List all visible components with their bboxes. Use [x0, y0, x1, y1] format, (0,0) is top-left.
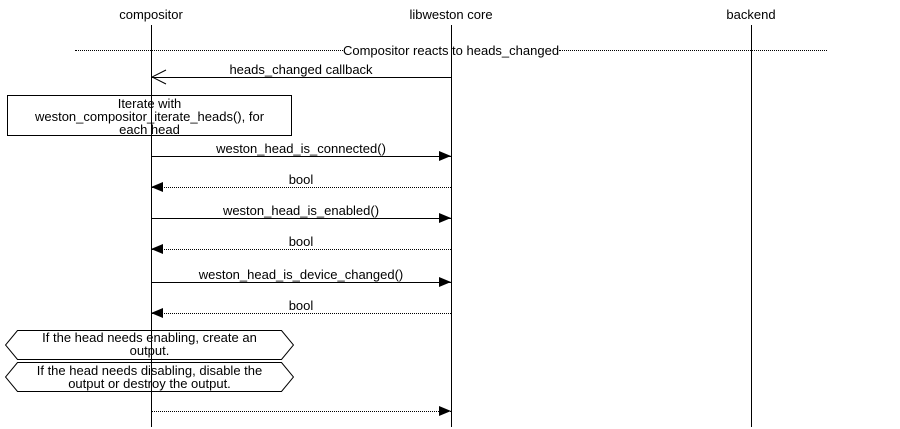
filled-arrowhead-left-icon — [151, 308, 163, 318]
actor-label-compositor: compositor — [119, 7, 183, 22]
condition-text: If the head needs disabling, disable the… — [36, 363, 263, 391]
message-line — [151, 187, 451, 188]
condition-text: If the head needs enabling, create an ou… — [42, 330, 257, 358]
message-line — [151, 77, 451, 78]
message-line — [151, 218, 451, 219]
message-label: weston_head_is_device_changed() — [198, 267, 404, 282]
open-arrowhead-left-icon — [151, 69, 167, 85]
filled-arrowhead-right-icon — [439, 406, 451, 416]
message-line — [151, 156, 451, 157]
condition-hexagon-outline — [5, 362, 294, 392]
actor-label-libweston-core: libweston core — [409, 7, 493, 22]
message-line — [151, 282, 451, 283]
message-label: heads_changed callback — [229, 62, 373, 77]
lifeline-libweston-core — [451, 25, 452, 427]
filled-arrowhead-right-icon — [439, 277, 451, 287]
filled-arrowhead-right-icon — [439, 213, 451, 223]
filled-arrowhead-left-icon — [151, 182, 163, 192]
filled-arrowhead-left-icon — [151, 244, 163, 254]
lifeline-compositor — [151, 25, 152, 427]
divider-title: Compositor reacts to heads_changed — [342, 43, 560, 58]
message-line — [151, 249, 451, 250]
condition-hexagon-outline — [5, 330, 294, 360]
divider-dotted-line-left — [75, 50, 343, 51]
actor-label-backend: backend — [726, 7, 776, 22]
message-line — [151, 313, 451, 314]
message-label: bool — [288, 298, 314, 313]
message-label: bool — [288, 234, 314, 249]
message-label: weston_head_is_connected() — [216, 141, 386, 156]
lifeline-backend — [751, 25, 752, 427]
note-box: Iterate with weston_compositor_iterate_h… — [7, 95, 292, 136]
filled-arrowhead-right-icon — [439, 151, 451, 161]
message-label: bool — [288, 172, 314, 187]
message-label: weston_head_is_enabled() — [222, 203, 380, 218]
divider-dotted-line-right — [559, 50, 828, 51]
message-line — [151, 411, 451, 412]
divider: Compositor reacts to heads_changed — [75, 43, 828, 58]
